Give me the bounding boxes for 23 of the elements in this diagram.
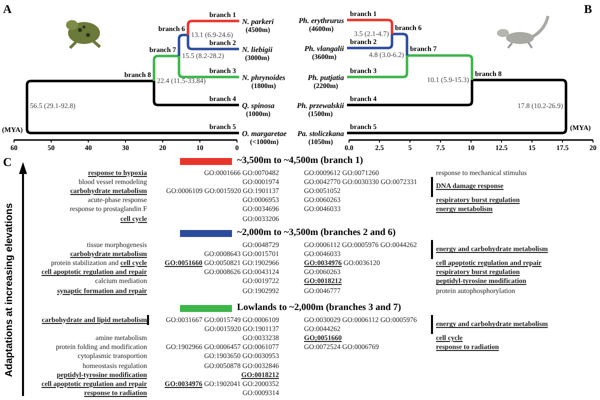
branch-line [186,20,239,35]
panel-letter: C [3,156,12,168]
branch-line [186,35,239,50]
branch-line [392,32,408,56]
branch-line [26,106,239,134]
legend-text: Lowlands to ~2,000m (branches 3 and 7) [237,302,402,314]
branch-line [472,78,568,106]
branch-line [347,34,394,50]
branch-line [152,54,179,81]
branch-line [347,106,568,134]
axis-title: Adaptations at increasing elevations [4,202,16,379]
legend-text: ~3,500m to ~4,500m (branch 1) [237,156,363,166]
panel-letter: A [3,3,12,15]
branch-line [26,80,154,106]
branch-line [178,56,239,78]
branch-line [347,18,394,34]
branch-line [347,80,474,106]
branch-line [347,56,408,78]
panel-letter: B [584,3,592,15]
legend-text: ~2,000m to ~3,500m (branches 2 and 6) [237,228,396,238]
branch-line [152,81,239,106]
branch-line [407,54,474,80]
branch-line [178,34,188,56]
